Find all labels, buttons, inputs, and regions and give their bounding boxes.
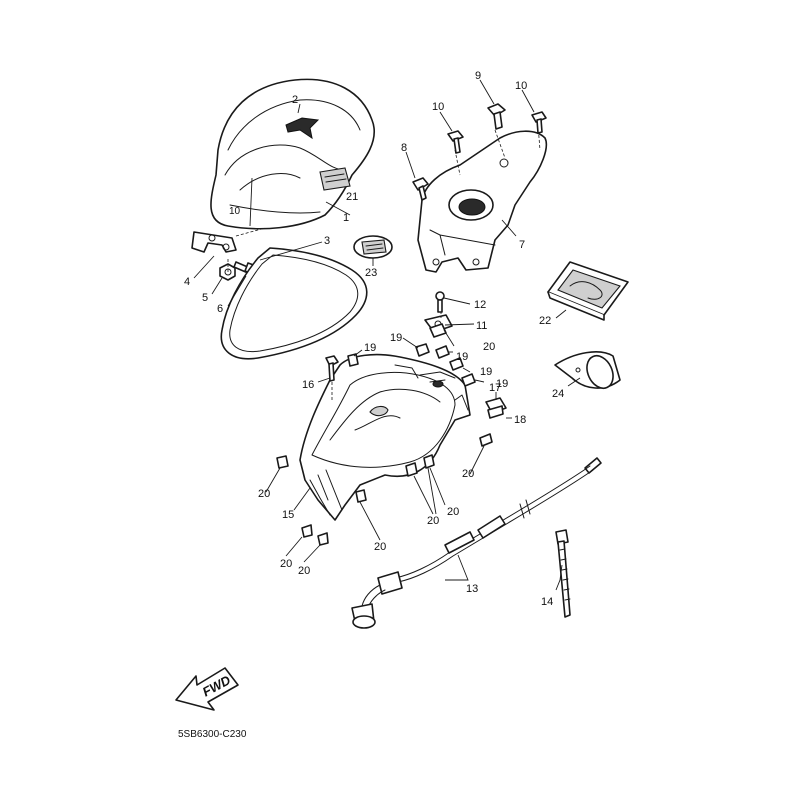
callout-9: 9 bbox=[475, 70, 481, 82]
seat-lock-cable bbox=[351, 457, 602, 629]
callout-13: 13 bbox=[466, 583, 478, 595]
bolt-12 bbox=[435, 291, 445, 313]
callout-5: 5 bbox=[202, 292, 208, 304]
callout-1: 1 bbox=[343, 212, 349, 224]
seat-hinge-bracket bbox=[191, 227, 266, 253]
screw-10-left bbox=[447, 130, 464, 154]
screw-9 bbox=[487, 103, 506, 130]
callout-12: 12 bbox=[474, 299, 486, 311]
callout-20-a: 20 bbox=[483, 341, 495, 353]
callout-20-e: 20 bbox=[298, 565, 310, 577]
fwd-direction-arrow: FWD bbox=[175, 667, 239, 711]
callout-22: 22 bbox=[539, 315, 551, 327]
callout-17: 17 bbox=[489, 382, 501, 394]
callout-19-e: 19 bbox=[496, 378, 508, 390]
callout-20-c: 20 bbox=[258, 488, 270, 500]
callout-14: 14 bbox=[541, 596, 553, 608]
nut bbox=[219, 263, 236, 281]
cap-18 bbox=[485, 397, 507, 419]
callout-23: 23 bbox=[365, 267, 377, 279]
label-decal bbox=[319, 167, 351, 191]
callout-20-h: 20 bbox=[447, 506, 459, 518]
callout-20-b: 20 bbox=[462, 468, 474, 480]
leader-lines bbox=[193, 79, 581, 591]
callout-20-d: 20 bbox=[280, 558, 292, 570]
svg-text:10: 10 bbox=[229, 206, 241, 217]
callout-21: 21 bbox=[346, 191, 358, 203]
callout-19-b: 19 bbox=[390, 332, 402, 344]
emblem-plate bbox=[353, 235, 393, 259]
screw-10-right bbox=[531, 111, 547, 134]
callout-10-right: 10 bbox=[515, 80, 527, 92]
helmet-box bbox=[299, 353, 471, 521]
callout-8: 8 bbox=[401, 142, 407, 154]
owner-manual-booklet bbox=[547, 261, 629, 321]
rubber-grommet-cover bbox=[554, 351, 621, 390]
callout-15: 15 bbox=[282, 509, 294, 521]
callout-7: 7 bbox=[519, 239, 525, 251]
screw-8 bbox=[412, 177, 429, 201]
screw-16 bbox=[325, 355, 339, 400]
callout-16: 16 bbox=[302, 379, 314, 391]
callout-19-c: 19 bbox=[456, 351, 468, 363]
cover-bracket bbox=[417, 124, 548, 273]
callout-20-f: 20 bbox=[374, 541, 386, 553]
callout-24: 24 bbox=[552, 388, 564, 400]
diagram-code: 5SB6300-C230 bbox=[178, 729, 247, 740]
seat-seal-band bbox=[220, 247, 368, 360]
callout-2: 2 bbox=[292, 94, 298, 106]
callout-4: 4 bbox=[184, 276, 190, 288]
callout-11: 11 bbox=[476, 320, 487, 332]
callout-10-left: 10 bbox=[432, 101, 444, 113]
cable-tie bbox=[555, 529, 571, 618]
callout-6: 6 bbox=[217, 303, 223, 315]
callout-19-a: 19 bbox=[364, 342, 376, 354]
callout-3: 3 bbox=[324, 235, 330, 247]
callout-19-d: 19 bbox=[480, 366, 492, 378]
callout-numbers: 1 2 3 4 5 6 7 8 9 10 10 11 12 13 14 15 1… bbox=[184, 70, 564, 608]
callout-20-g: 20 bbox=[427, 515, 439, 527]
callout-18: 18 bbox=[514, 414, 526, 426]
